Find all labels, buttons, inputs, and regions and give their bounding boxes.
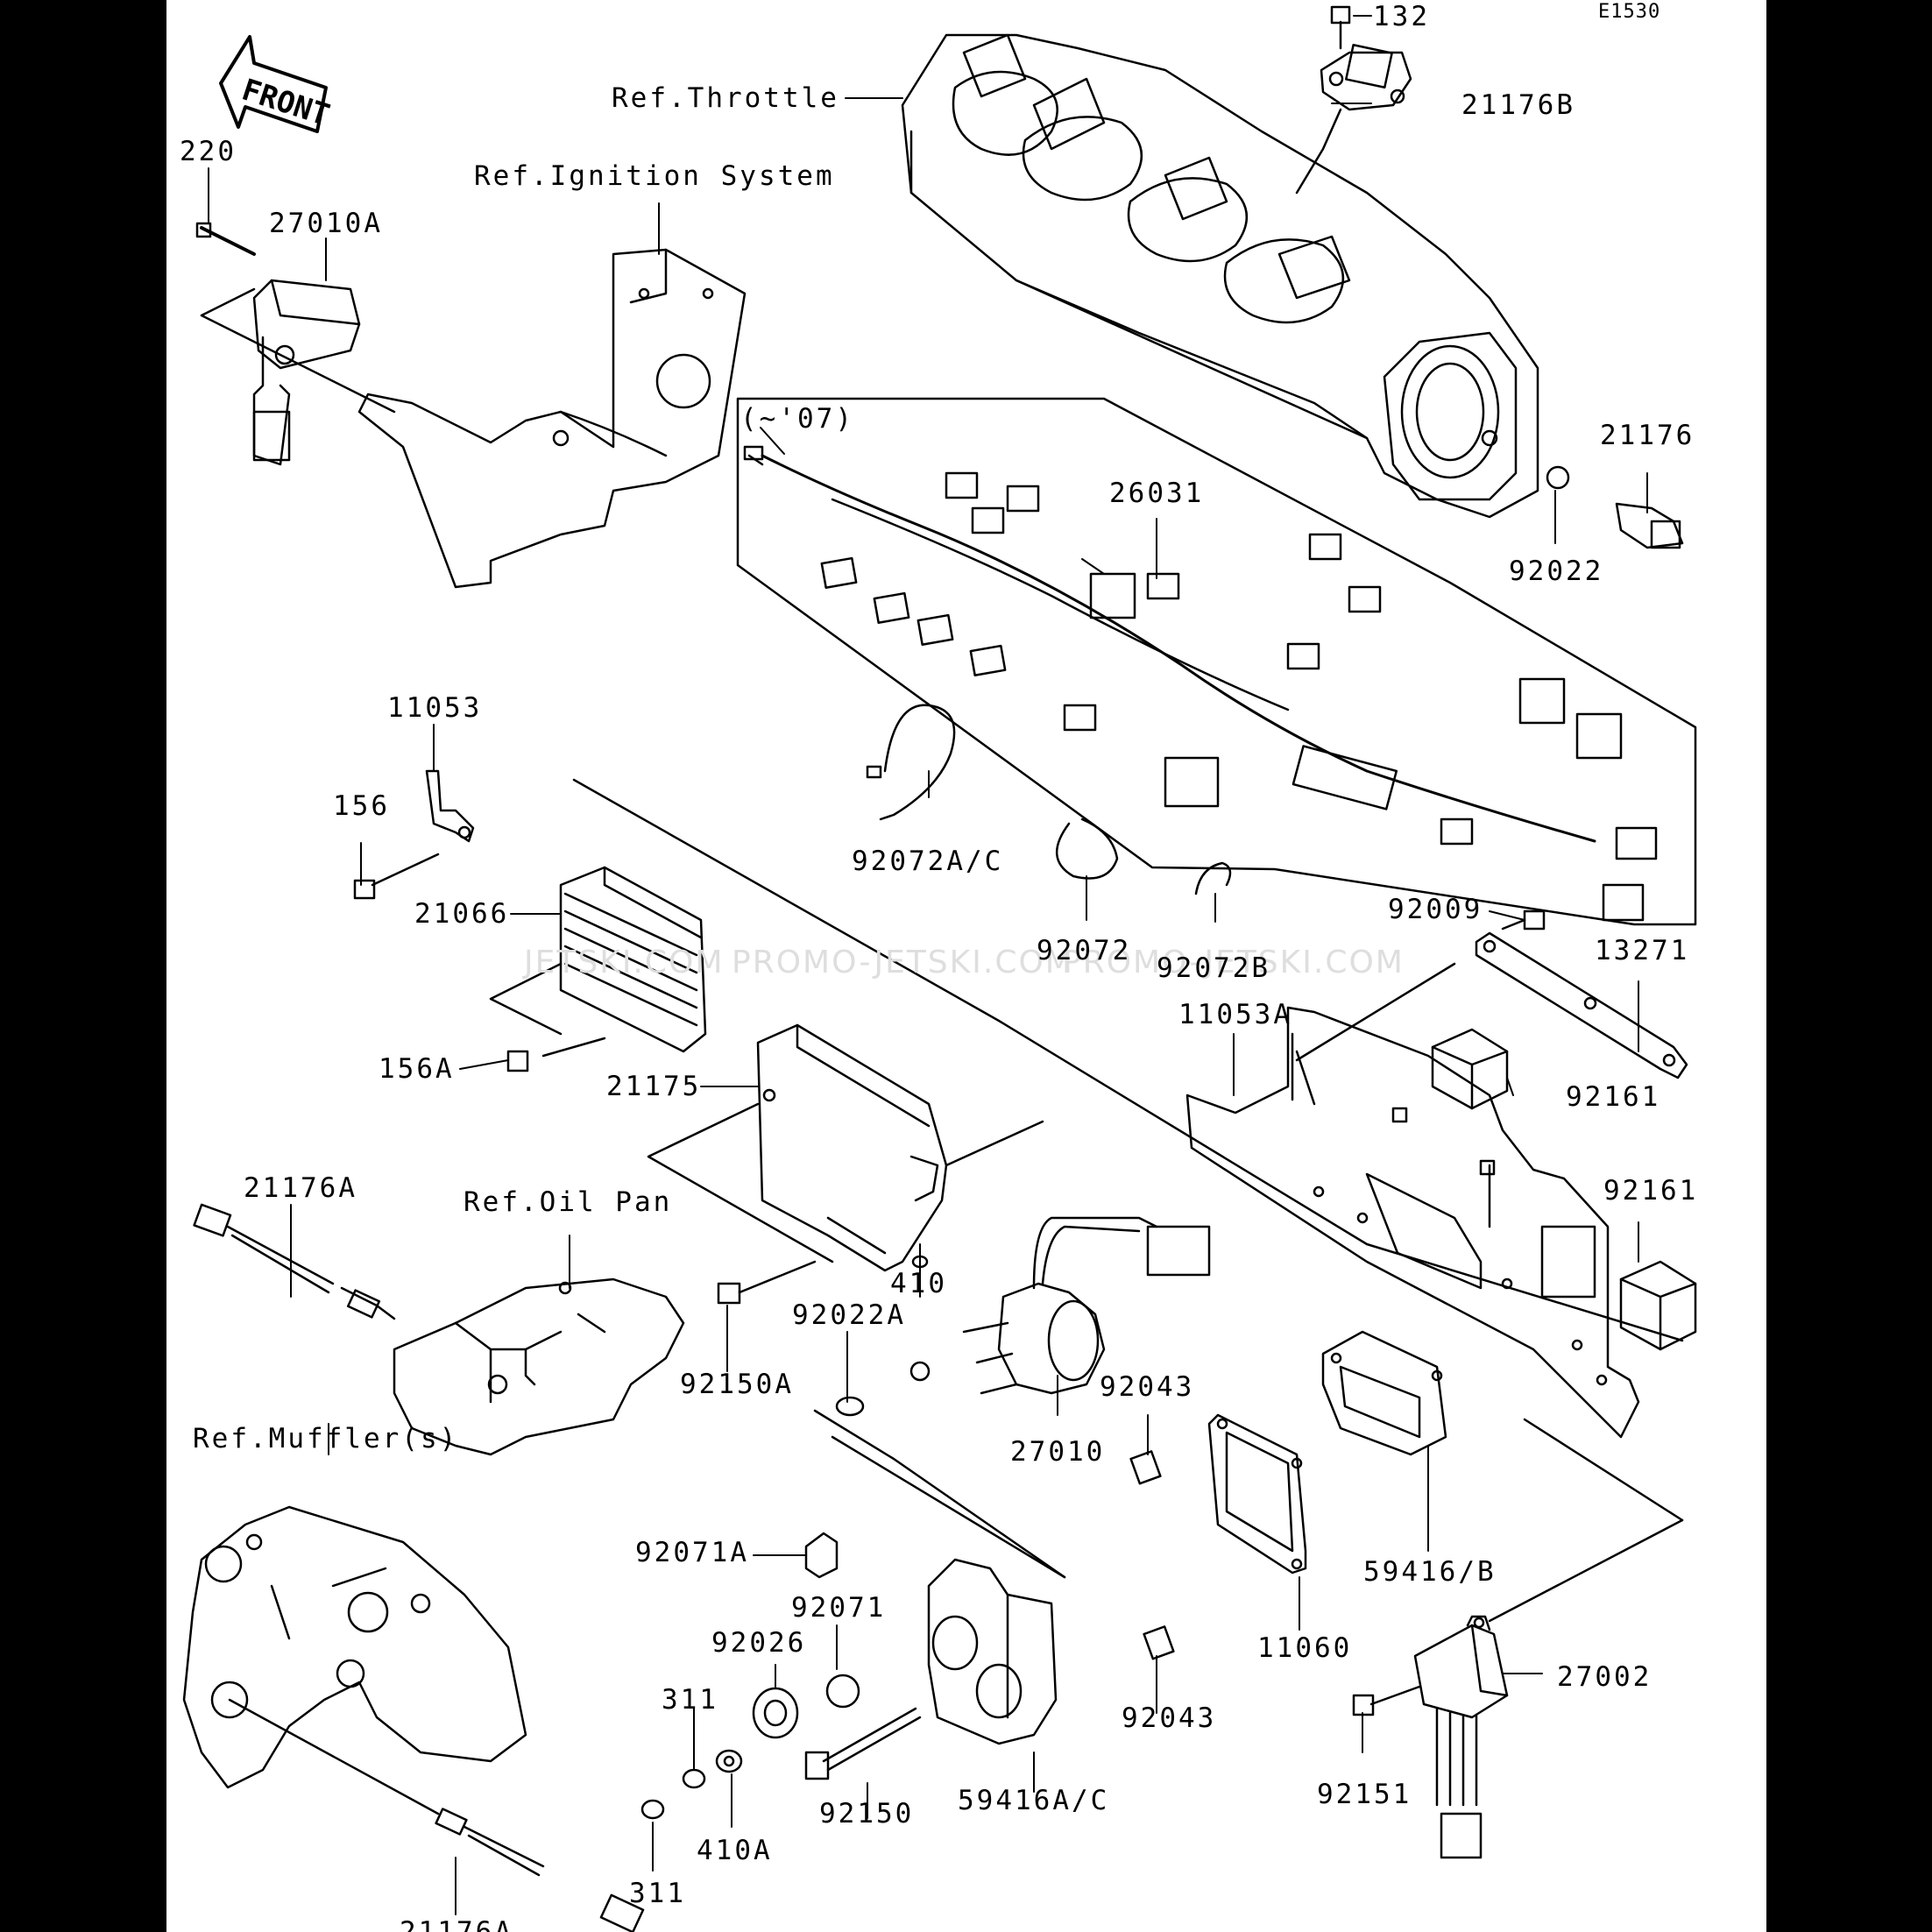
sensor-21176B-drawing <box>1295 5 1412 195</box>
ecu-21175-drawing <box>647 1023 1044 1272</box>
part-label-92161-upper: 92161 <box>1566 1081 1661 1113</box>
throttle-body-drawing <box>901 33 1539 519</box>
front-arrow-icon: FRONT <box>219 35 334 133</box>
ref-muffler-label: Ref.Muffler(s) <box>193 1423 459 1454</box>
part-label-410: 410 <box>890 1268 947 1299</box>
part-label-21176A-bottom: 21176A <box>400 1916 513 1932</box>
part-label-92071: 92071 <box>791 1592 887 1624</box>
harness-note: (~'07) <box>740 403 854 435</box>
pin-92043-lower-drawing <box>1143 1625 1175 1660</box>
part-label-311-lower: 311 <box>629 1878 686 1909</box>
pad-92161-drawings <box>1431 1028 1697 1351</box>
part-label-92072B: 92072B <box>1157 952 1270 984</box>
resistor-27002-drawing <box>1352 1418 1684 1859</box>
sensor-21176A-top-drawing <box>193 1203 396 1320</box>
wiring-harness-26031-drawing <box>736 397 1697 926</box>
housing-59416B-drawing <box>1321 1330 1447 1456</box>
part-label-92072AC: 92072A/C <box>852 846 1004 877</box>
part-label-27010A: 27010A <box>269 208 383 239</box>
watermark-3: PROMO-JETSKI.COM <box>1062 945 1405 980</box>
part-label-156A: 156A <box>379 1053 455 1085</box>
leader-lines <box>208 15 1648 1915</box>
part-label-92022: 92022 <box>1509 556 1604 587</box>
part-label-92071A: 92071A <box>635 1537 749 1568</box>
ref-oil-pan-label: Ref.Oil Pan <box>464 1186 673 1218</box>
part-label-11060: 11060 <box>1257 1632 1353 1664</box>
mounting-plate-11053A-drawing <box>572 778 1684 1439</box>
muffler-drawing <box>182 1505 527 1789</box>
grommet-washer-drawings <box>640 1255 929 1820</box>
starter-relay-27010-drawing <box>813 1216 1211 1579</box>
part-label-13271: 13271 <box>1595 935 1690 966</box>
part-label-21066: 21066 <box>414 898 510 930</box>
part-label-92022A: 92022A <box>792 1299 906 1331</box>
bolt-92150A-drawing <box>717 1260 817 1305</box>
part-label-21175: 21175 <box>606 1071 702 1102</box>
part-label-92072: 92072 <box>1037 935 1132 966</box>
cable-tie-drawings <box>866 704 1232 895</box>
ref-throttle-label: Ref.Throttle <box>612 82 839 114</box>
part-label-21176A-top: 21176A <box>244 1172 357 1204</box>
part-label-92150A: 92150A <box>680 1369 794 1400</box>
watermark-1: JETSKI.COM <box>524 945 725 980</box>
ref-ignition-label: Ref.Ignition System <box>474 160 835 192</box>
ignition-bracket-drawing <box>357 248 747 589</box>
relay-27010A-drawing <box>195 222 570 466</box>
diagram-code: E1530 <box>1598 1 1661 23</box>
part-label-92043-upper: 92043 <box>1100 1371 1195 1403</box>
part-label-92026: 92026 <box>711 1627 807 1659</box>
part-label-220: 220 <box>180 136 237 167</box>
part-label-11053A: 11053A <box>1178 999 1292 1030</box>
part-label-21176B: 21176B <box>1461 89 1575 121</box>
part-label-92151: 92151 <box>1317 1779 1412 1810</box>
part-label-11053: 11053 <box>387 692 483 724</box>
part-label-59416B: 59416/B <box>1363 1556 1497 1588</box>
part-label-21176: 21176 <box>1600 420 1695 451</box>
part-label-92043-lower: 92043 <box>1122 1702 1217 1734</box>
gasket-11060-drawing <box>1207 1413 1307 1575</box>
pin-92043-drawing <box>1129 1450 1162 1485</box>
part-label-156: 156 <box>333 790 390 822</box>
part-label-92161-lower: 92161 <box>1603 1175 1699 1207</box>
regulator-21066-drawing <box>489 866 707 1072</box>
part-label-27010: 27010 <box>1010 1436 1106 1468</box>
part-label-92150: 92150 <box>819 1798 915 1829</box>
part-label-26031: 26031 <box>1109 478 1205 509</box>
part-label-59416AC: 59416A/C <box>958 1785 1110 1816</box>
parts-diagram-sheet <box>166 0 1766 1932</box>
part-label-27002: 27002 <box>1557 1661 1652 1693</box>
part-label-92009: 92009 <box>1388 894 1483 925</box>
sensor-21176-drawing <box>1546 465 1684 549</box>
watermark-2: PROMO-JETSKI.COM <box>732 945 1074 980</box>
part-label-410A: 410A <box>697 1835 773 1866</box>
part-label-311-upper: 311 <box>662 1684 718 1716</box>
housing-59416AC-drawing <box>831 1435 1066 1745</box>
bracket-11053-drawing <box>353 769 475 900</box>
part-label-132: 132 <box>1373 1 1430 32</box>
sensor-21176A-bottom-drawing <box>228 1698 645 1932</box>
